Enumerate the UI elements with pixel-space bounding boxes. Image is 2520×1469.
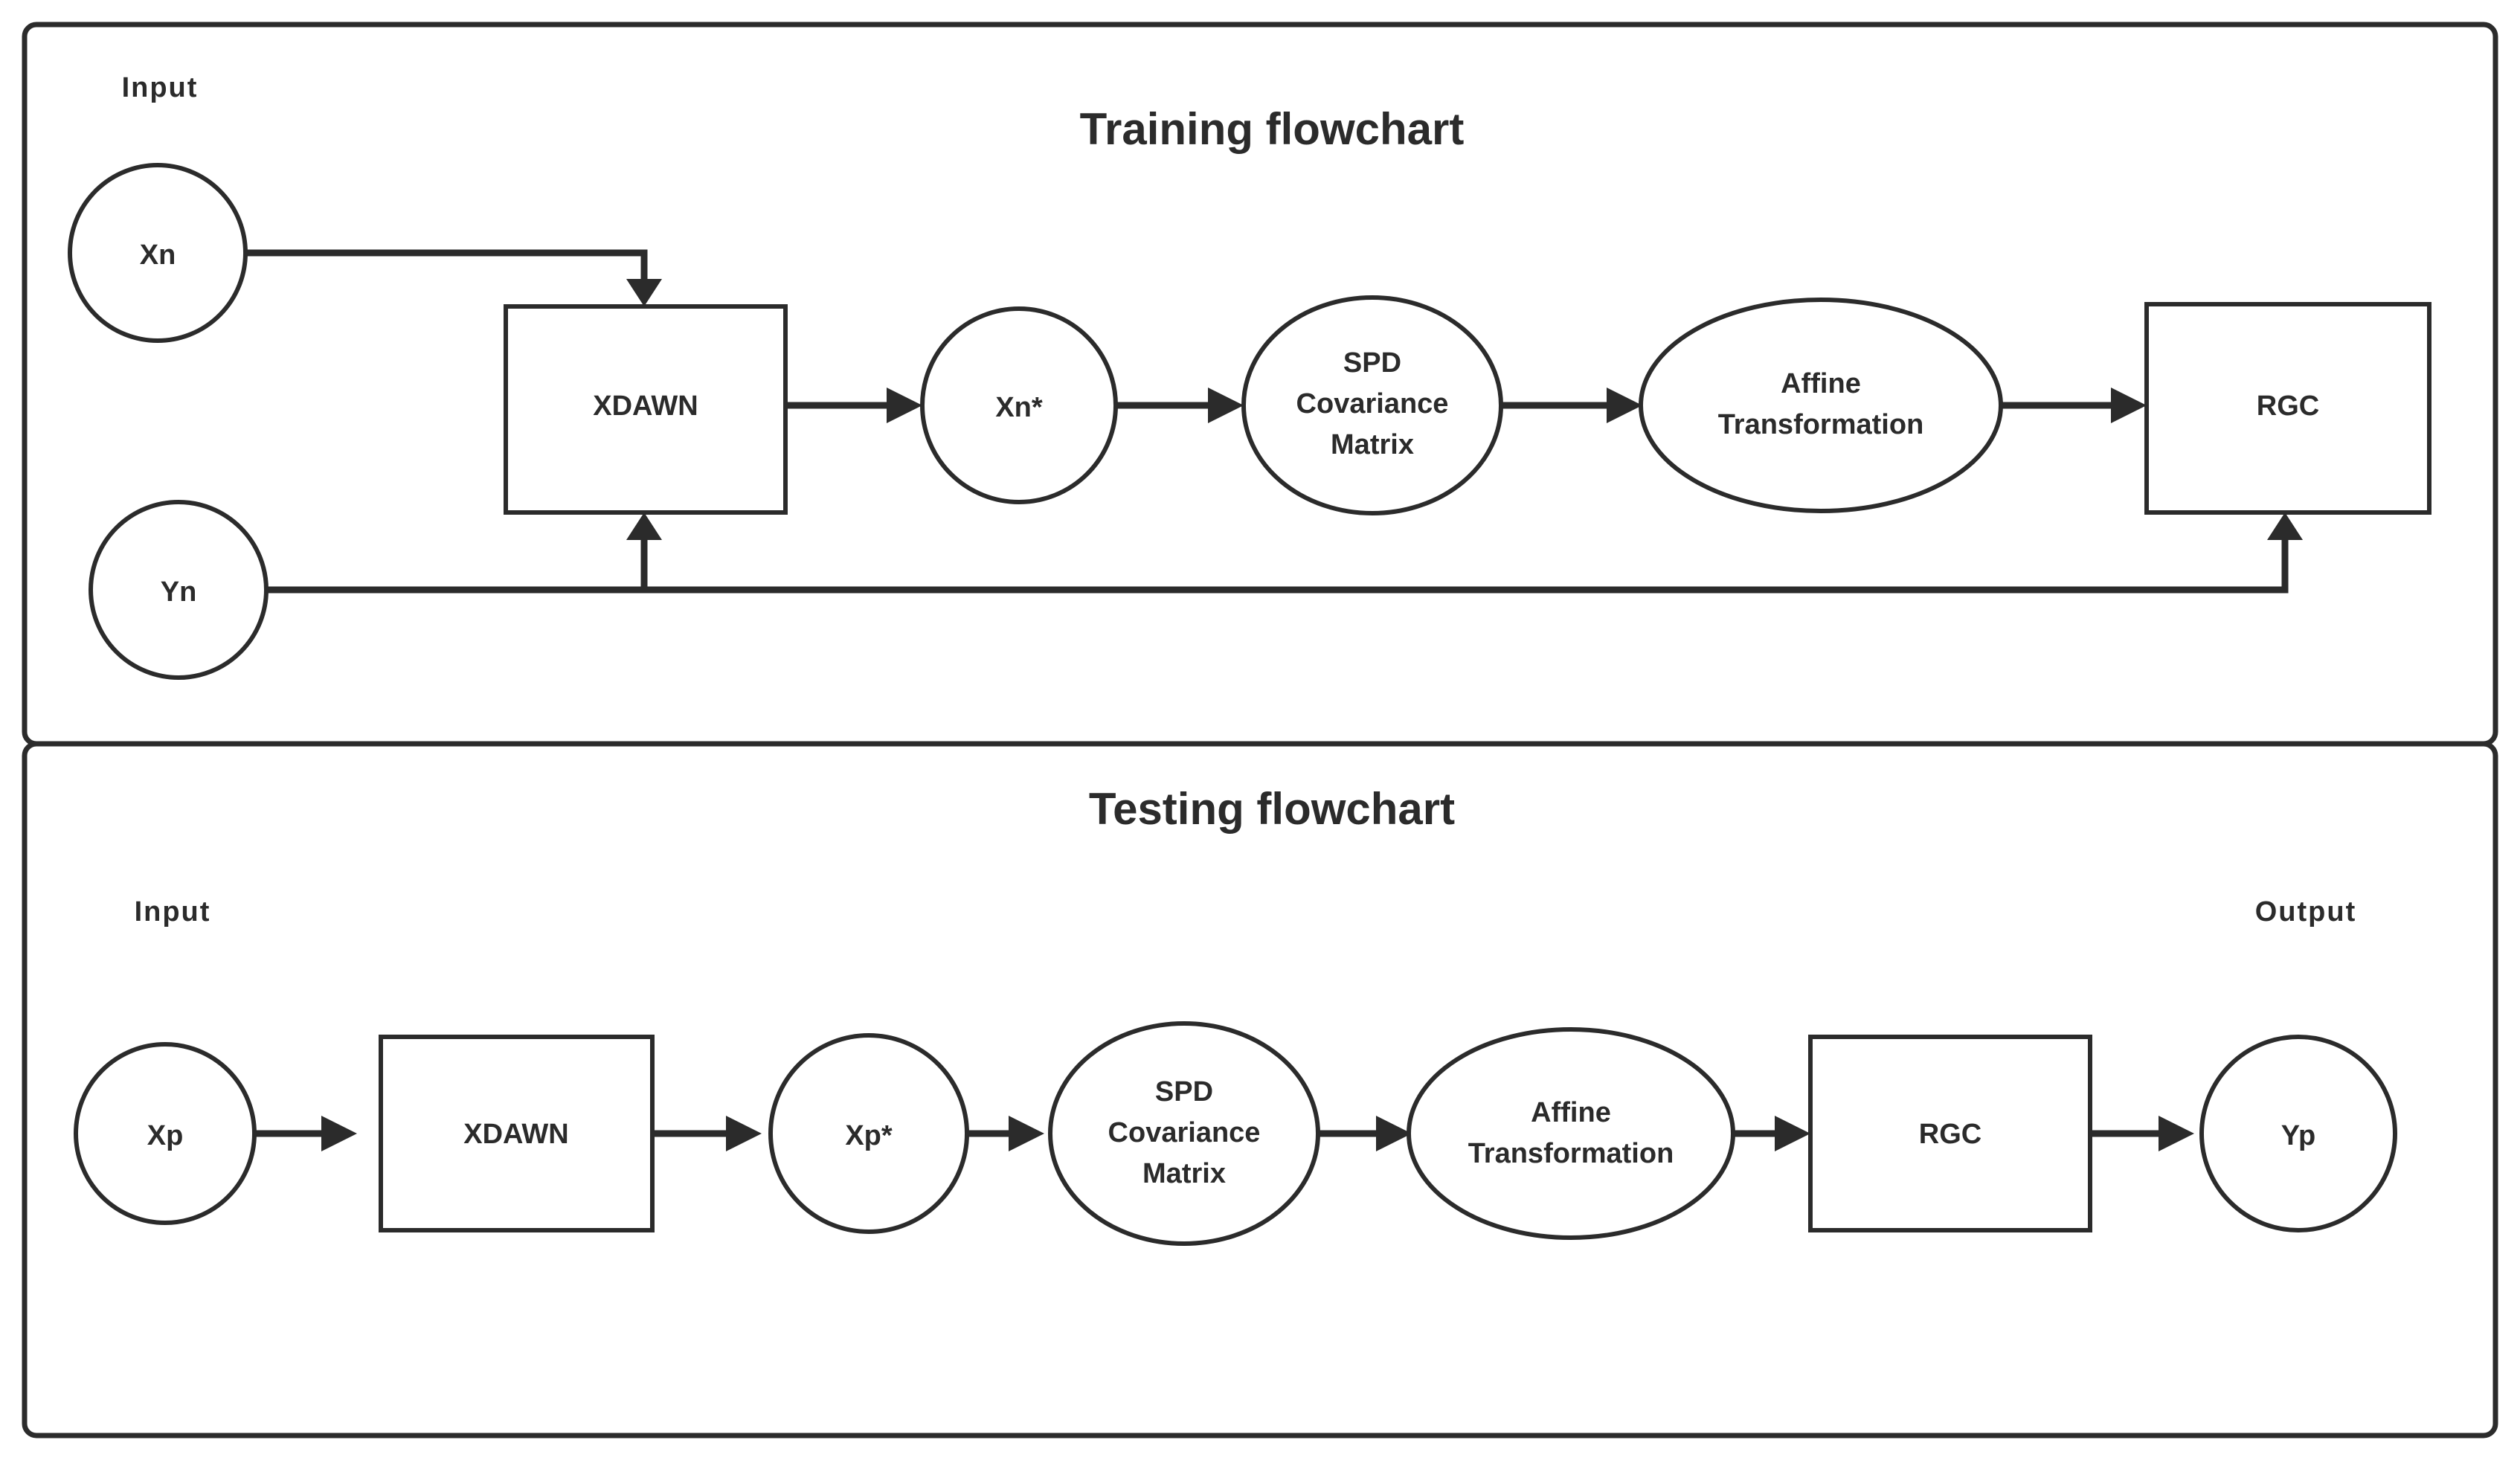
node-affine-line-1: Affine [1781,368,1861,399]
edge-yn-to-rgc [266,512,2303,594]
edge-spd-to-affine [1501,388,1642,423]
panel-testing: Testing flowchart Input Output [22,741,2498,1439]
node-xdawn[interactable]: XDAWN [504,304,788,515]
node-xn[interactable]: Xn [68,163,248,343]
edge-xn-to-xdawn [245,249,662,306]
edge-xnstar-to-spd [1116,388,1244,423]
node-yn-label: Yn [161,576,197,608]
node-xdawn-testing[interactable]: XDAWN [379,1035,655,1232]
node-xn-label: Xn [140,240,176,271]
node-yn[interactable]: Yn [89,500,269,680]
edge-xp-to-xdawn2 [254,1116,357,1151]
node-rgc-testing-label: RGC [1919,1119,1981,1150]
node-affine-line-2: Transformation [1718,409,1924,440]
node-spd2-line-3: Matrix [1142,1158,1226,1189]
node-spd2-line-1: SPD [1155,1076,1213,1108]
node-xdawn-label: XDAWN [593,390,698,422]
node-xp[interactable]: Xp [74,1042,257,1225]
node-spd-line-2: Covariance [1296,388,1449,420]
testing-input-label: Input [135,896,211,928]
edge-spd2-to-affine2 [1318,1116,1412,1151]
node-yp[interactable]: Yp [2199,1035,2397,1232]
node-xn-star[interactable]: Xn* [920,306,1118,504]
node-spd-covariance-matrix[interactable]: SPD Covariance Matrix [1241,295,1503,515]
edge-affine2-to-rgc2 [1733,1116,1810,1151]
testing-panel-title: Testing flowchart [1089,784,1455,834]
node-xp-star-label: Xp* [845,1120,893,1151]
edge-xpstar-to-spd2 [967,1116,1044,1151]
node-affine2-line-2: Transformation [1468,1138,1674,1169]
node-xp-star[interactable]: Xp* [768,1033,969,1234]
edge-xdawn2-to-xpstar [652,1116,762,1151]
node-rgc-training[interactable]: RGC [2144,302,2431,515]
node-affine2-line-1: Affine [1531,1097,1611,1128]
node-spd-covariance-matrix-testing[interactable]: SPD Covariance Matrix [1048,1021,1320,1246]
node-rgc-testing[interactable]: RGC [1808,1035,2092,1232]
panel-training: Training flowchart Input [22,22,2498,747]
node-yp-label: Yp [2281,1120,2315,1151]
node-spd2-line-2: Covariance [1108,1117,1261,1148]
testing-output-label: Output [2255,896,2357,928]
node-xdawn-testing-label: XDAWN [463,1119,568,1150]
edge-xdawn-to-xnstar [785,388,922,423]
node-spd-line-3: Matrix [1331,429,1414,460]
node-xn-star-label: Xn* [995,392,1043,423]
training-input-label: Input [122,72,199,103]
edge-rgc2-to-yp [2090,1116,2194,1151]
training-panel-title: Training flowchart [1080,104,1465,154]
node-xp-label: Xp [147,1120,184,1151]
node-spd-line-1: SPD [1343,347,1401,379]
node-rgc-training-label: RGC [2257,390,2319,422]
node-affine-transformation-testing[interactable]: Affine Transformation [1407,1027,1735,1240]
node-affine-transformation[interactable]: Affine Transformation [1639,298,2003,513]
edge-affine-to-rgc [2001,388,2147,423]
